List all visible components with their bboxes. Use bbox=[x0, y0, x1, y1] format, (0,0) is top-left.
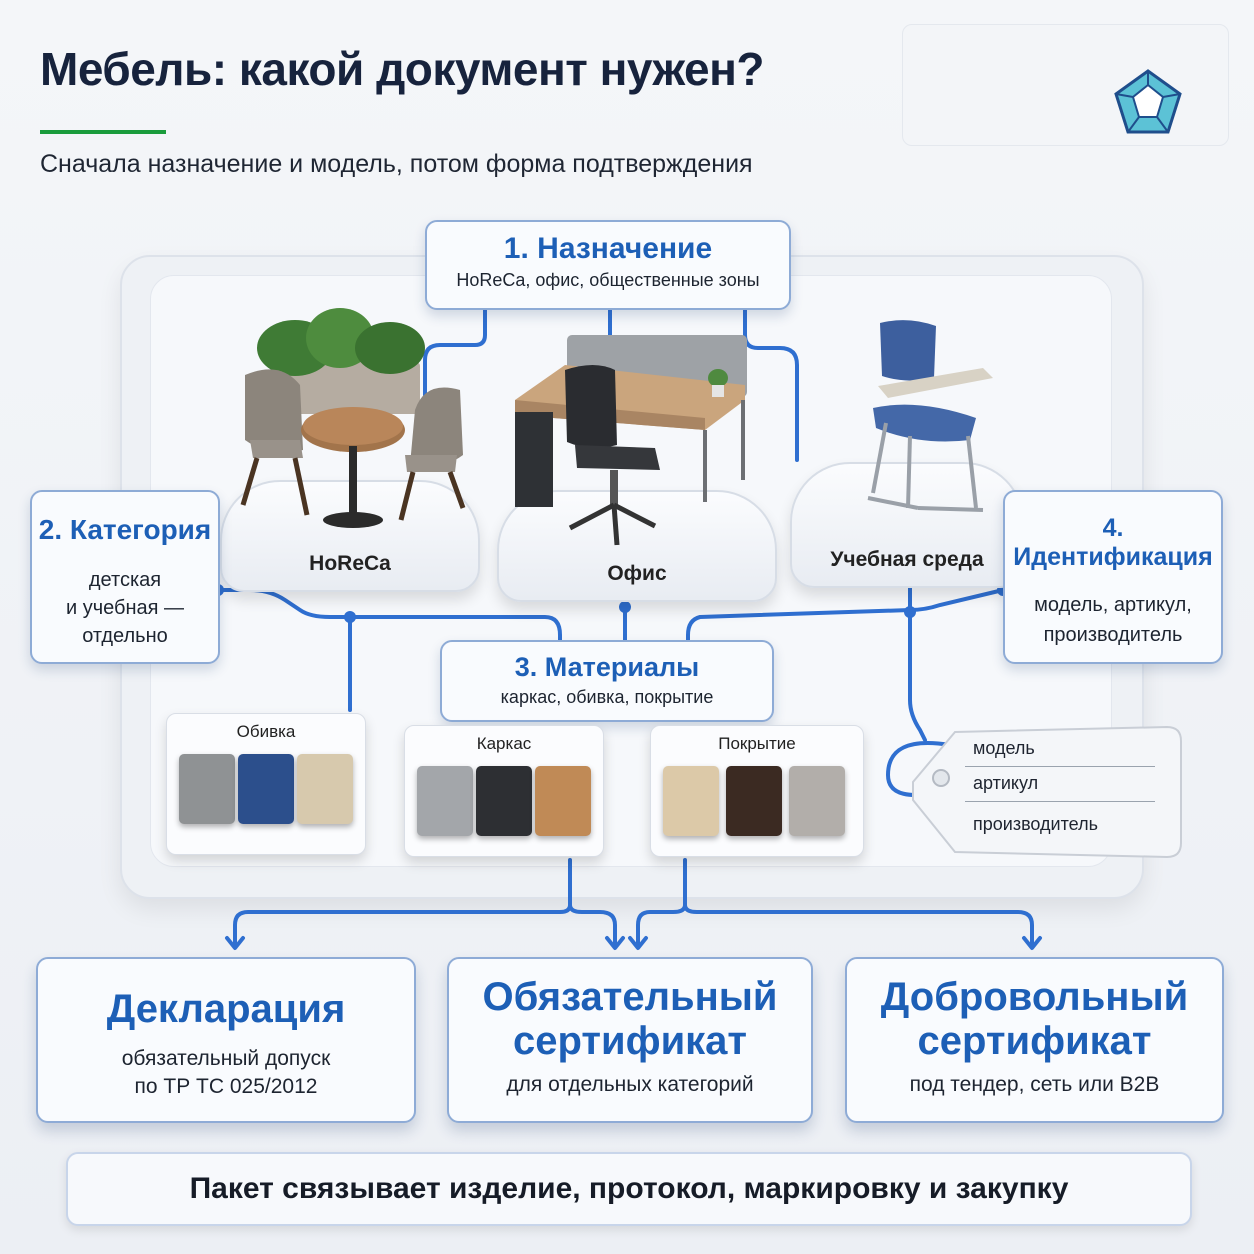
pedestal-horeca-label: HoReCa bbox=[309, 552, 391, 575]
tag-model: модель bbox=[973, 738, 1035, 758]
material-card-coating-label: Покрытие bbox=[718, 734, 796, 753]
outcome-mandatory-line1: для отдельных категорий bbox=[506, 1073, 754, 1096]
step-category-title: 2. Категория bbox=[38, 514, 212, 545]
product-tag-icon bbox=[912, 725, 1182, 859]
outcome-mandatory-title: Обязательный сертификат bbox=[449, 975, 811, 1063]
outcome-declaration-line2: по ТР ТС 025/2012 bbox=[134, 1075, 318, 1098]
school-chair-icon bbox=[867, 320, 993, 512]
swatch-upholstery-beige bbox=[297, 754, 353, 824]
outcome-voluntary-box: Добровольный сертификат под тендер, сеть… bbox=[845, 957, 1224, 1123]
product-tag: модель артикул производитель bbox=[935, 722, 1185, 862]
swatch-coating-dark-wood bbox=[726, 766, 782, 836]
tag-manufacturer: производитель bbox=[973, 814, 1098, 834]
page-title: Мебель: какой документ нужен? bbox=[40, 43, 764, 95]
outcome-voluntary-line1: под тендер, сеть или B2B bbox=[909, 1073, 1160, 1096]
step-purpose-subtitle: HoReCa, офис, общественные зоны bbox=[456, 270, 760, 290]
step-category-line2: и учебная — bbox=[65, 597, 185, 619]
outcome-voluntary-title1: Добровольный bbox=[880, 975, 1189, 1019]
swatch-upholstery-gray bbox=[179, 754, 235, 824]
step-purpose-box: 1. Назначение HoReCa, офис, общественные… bbox=[425, 220, 791, 310]
office-furniture-icon bbox=[515, 335, 747, 546]
swatch-coating-light-wood bbox=[663, 766, 719, 836]
outcome-declaration-title: Декларация bbox=[106, 987, 346, 1031]
horeca-furniture-icon bbox=[240, 308, 466, 528]
step-category-text: детская и учебная — отдельно bbox=[32, 566, 218, 650]
step-category-line3: отдельно bbox=[82, 625, 168, 647]
step-identification-line2: производитель bbox=[1043, 624, 1183, 646]
step-materials-box: 3. Материалы каркас, обивка, покрытие bbox=[440, 640, 774, 722]
swatch-frame-wood bbox=[535, 766, 591, 836]
swatch-frame-steel bbox=[417, 766, 473, 836]
pedestal-office-label: Офис bbox=[607, 562, 667, 585]
pedestal-office: Офис bbox=[497, 490, 777, 602]
outcome-mandatory-title1: Обязательный bbox=[482, 975, 778, 1019]
title-underline bbox=[40, 130, 166, 134]
pedestal-school-label: Учебная среда bbox=[830, 548, 984, 571]
page-subtitle: Сначала назначение и модель, потом форма… bbox=[40, 150, 753, 178]
pentagon-logo-icon bbox=[1114, 69, 1182, 134]
tag-line-1 bbox=[965, 766, 1155, 767]
step-purpose-title: 1. Назначение bbox=[503, 232, 713, 265]
step-identification-line1: модель, артикул, bbox=[1034, 594, 1192, 616]
summary-banner: Пакет связывает изделие, протокол, марки… bbox=[66, 1152, 1192, 1226]
step-materials-title: 3. Материалы bbox=[514, 652, 700, 682]
outcome-mandatory-box: Обязательный сертификат для отдельных ка… bbox=[447, 957, 813, 1123]
material-card-frame-label: Каркас bbox=[476, 734, 532, 753]
tag-line-2 bbox=[965, 801, 1155, 802]
step-materials-subtitle: каркас, обивка, покрытие bbox=[500, 687, 714, 707]
outcome-declaration-line1: обязательный допуск bbox=[121, 1047, 331, 1070]
outcome-voluntary-title2: сертификат bbox=[917, 1019, 1152, 1063]
outcome-declaration-box: Декларация обязательный допуск по ТР ТС … bbox=[36, 957, 416, 1123]
material-card-upholstery: Обивка bbox=[166, 713, 366, 855]
outcome-voluntary-title: Добровольный сертификат bbox=[847, 975, 1222, 1063]
outcome-mandatory-title2: сертификат bbox=[512, 1019, 748, 1063]
swatch-coating-stone bbox=[789, 766, 845, 836]
tag-article: артикул bbox=[973, 773, 1039, 793]
logo-panel bbox=[902, 24, 1229, 146]
step-identification-box: 4. Идентификация модель, артикул, произв… bbox=[1003, 490, 1223, 664]
swatch-upholstery-blue bbox=[238, 754, 294, 824]
outcome-declaration-text: обязательный допуск по ТР ТС 025/2012 bbox=[38, 1045, 414, 1101]
step-category-line1: детская bbox=[88, 569, 162, 591]
swatch-frame-black bbox=[476, 766, 532, 836]
material-card-upholstery-label: Обивка bbox=[236, 722, 296, 741]
step-identification-text: модель, артикул, производитель bbox=[1005, 590, 1221, 650]
material-card-frame: Каркас bbox=[404, 725, 604, 857]
step-category-box: 2. Категория детская и учебная — отдельн… bbox=[30, 490, 220, 664]
material-card-coating: Покрытие bbox=[650, 725, 864, 857]
step-identification-title: 4. Идентификация bbox=[1013, 514, 1213, 571]
